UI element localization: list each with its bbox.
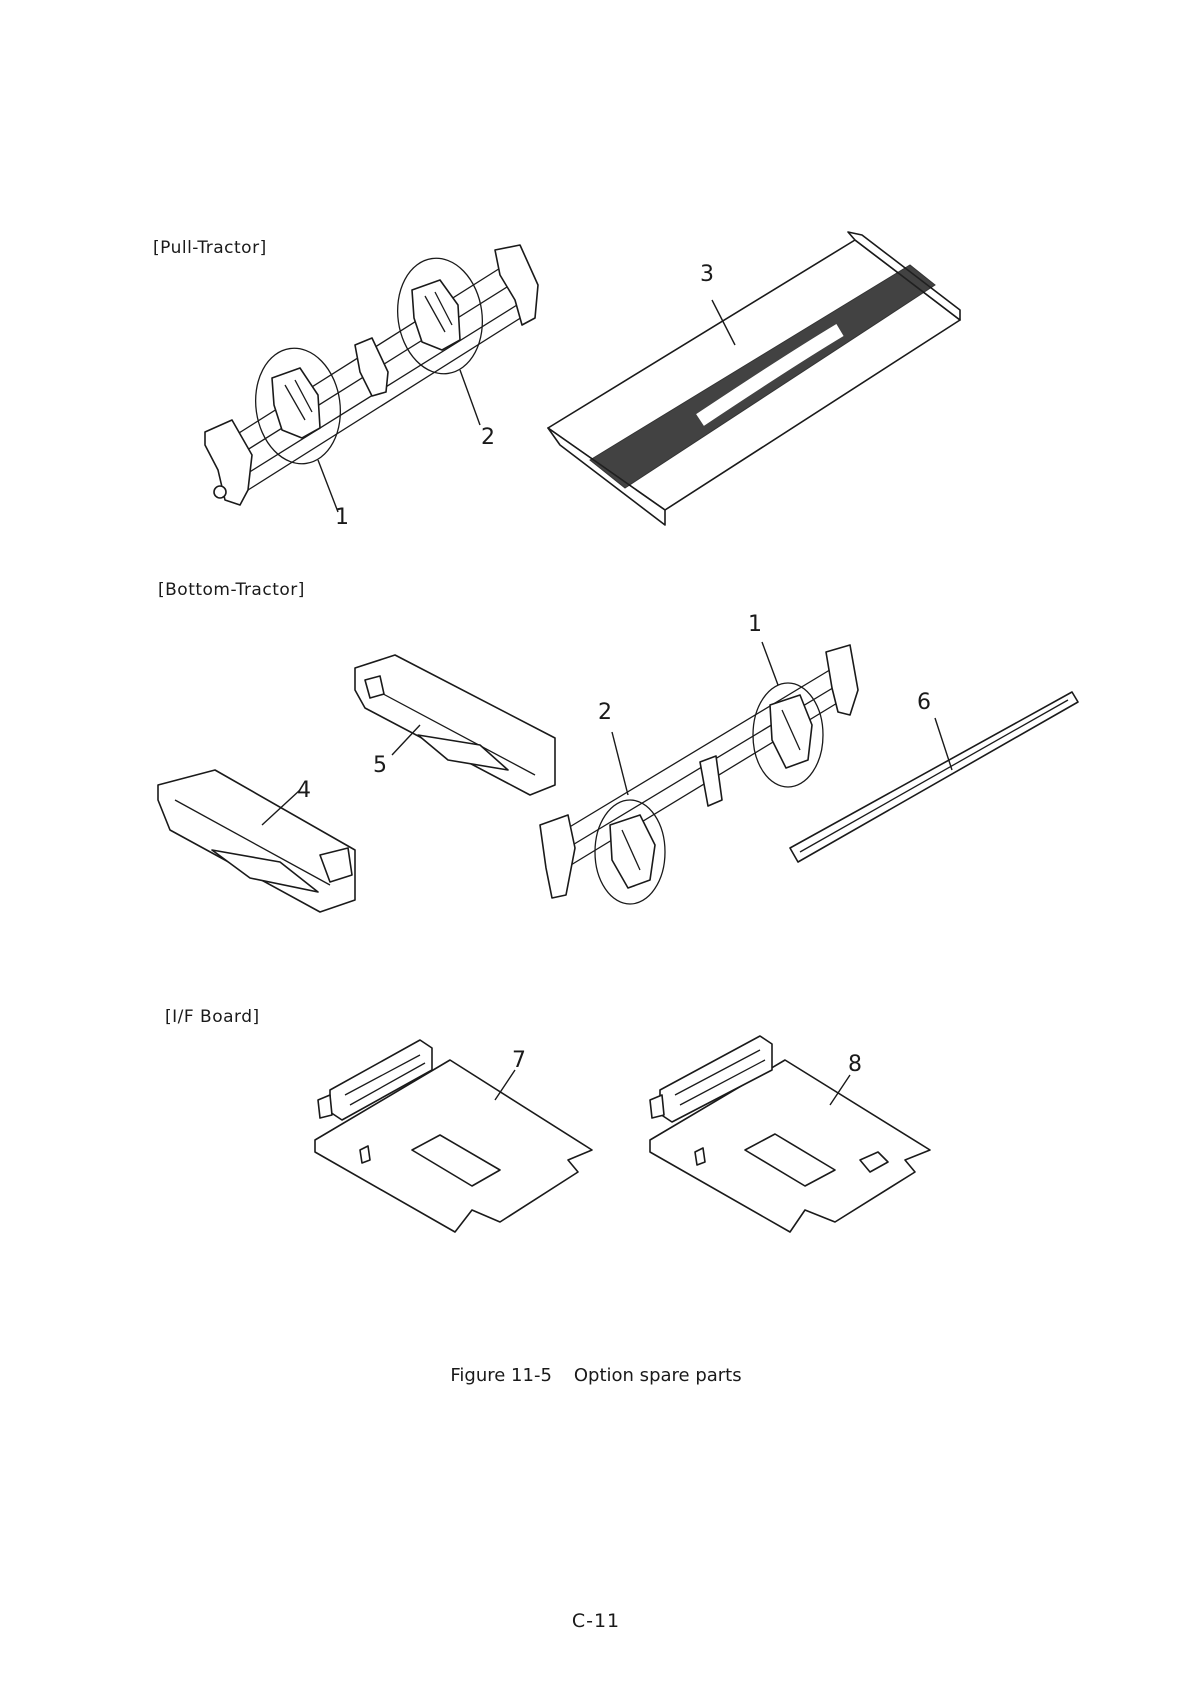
bottom-tractor-assembly [540, 642, 858, 904]
interface-board-7 [315, 1040, 592, 1232]
page-number: C-11 [0, 1610, 1192, 1632]
callout-board-8: 8 [848, 1052, 862, 1077]
paper-guide-part [548, 232, 960, 525]
callout-pull-2: 2 [481, 425, 495, 450]
tractor-frame-part-4 [158, 770, 355, 912]
interface-board-8 [650, 1036, 930, 1232]
callout-pull-1: 1 [335, 505, 349, 530]
callout-board-7: 7 [512, 1048, 526, 1073]
callout-bottom-4: 4 [297, 778, 311, 803]
callout-bottom-1: 1 [748, 612, 762, 637]
figure-caption: Figure 11-5 Option spare parts [0, 1365, 1192, 1386]
callout-bottom-2: 2 [598, 700, 612, 725]
guide-strip-part-6 [790, 692, 1078, 862]
callout-pull-3: 3 [700, 262, 714, 287]
callout-bottom-6: 6 [917, 690, 931, 715]
figure-number: Figure 11-5 [450, 1365, 552, 1386]
callout-bottom-5: 5 [373, 753, 387, 778]
pull-tractor-assembly [205, 245, 538, 512]
figure-title: Option spare parts [574, 1365, 742, 1386]
